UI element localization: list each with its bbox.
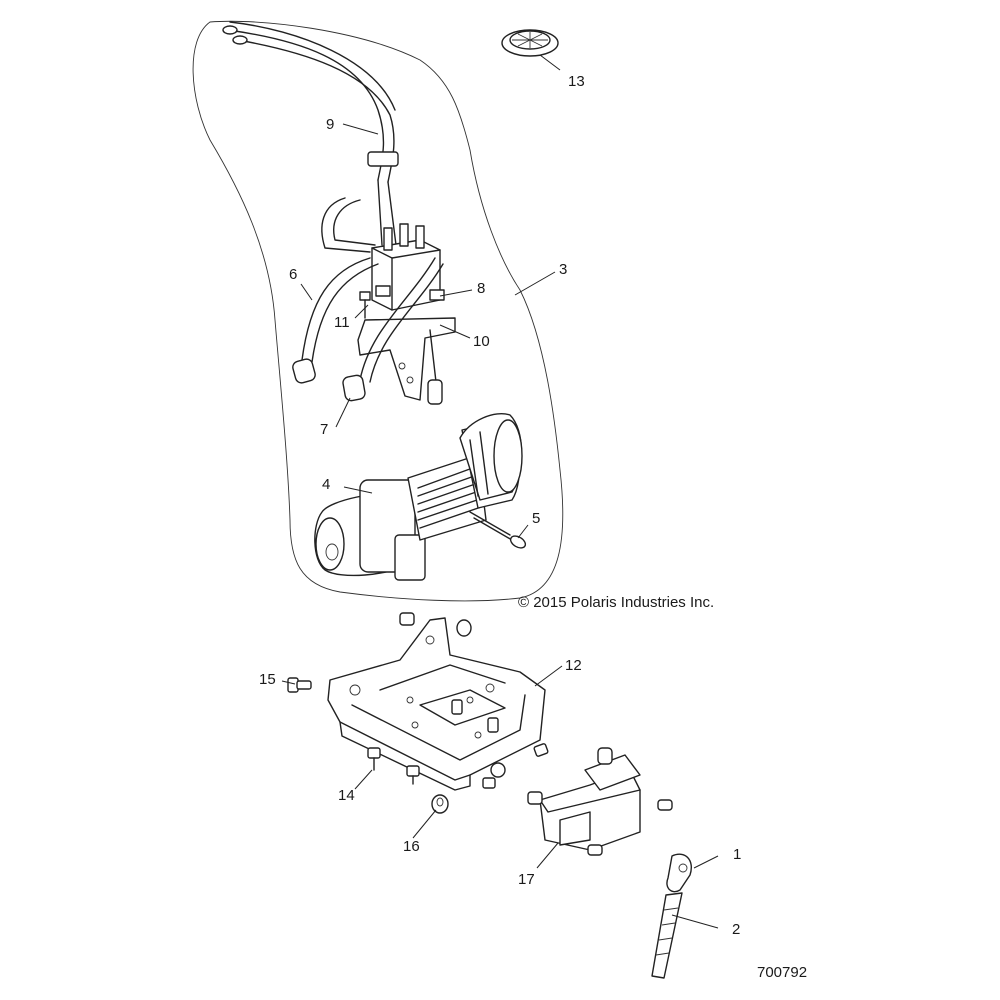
copyright-notice: © 2015 Polaris Industries Inc. <box>518 594 715 611</box>
callout-11: 11 <box>334 314 350 331</box>
motor-cable-part-6 <box>292 257 379 384</box>
wire-rope-part-5 <box>469 511 527 549</box>
callout-9: 9 <box>326 116 334 133</box>
bolt-part-15 <box>287 677 312 693</box>
plate-bolts <box>399 612 549 789</box>
callout-6: 6 <box>289 266 297 283</box>
drawing-number: 700792 <box>757 964 808 981</box>
callout-17: 17 <box>518 871 535 888</box>
callout-4: 4 <box>322 476 330 493</box>
callout-12: 12 <box>565 657 582 674</box>
callout-8: 8 <box>477 280 485 297</box>
callout-5: 5 <box>532 510 540 527</box>
callout-16: 16 <box>403 838 420 855</box>
nut-part-16 <box>431 794 449 814</box>
callout-3: 3 <box>559 261 567 278</box>
callout-1: 1 <box>733 846 741 863</box>
bolt-part-11 <box>359 291 371 319</box>
winch-drum-motor <box>0 0 455 420</box>
callout-7: 7 <box>320 421 328 438</box>
grommet-part-13 <box>501 29 559 57</box>
winch-motor-housing <box>459 413 523 501</box>
roller-fairlead-part-17 <box>527 747 673 856</box>
hook-part-1 <box>666 853 692 893</box>
callout-15: 15 <box>259 671 276 688</box>
power-cables-part-9 <box>222 21 399 253</box>
winch-motor-cylinder <box>462 434 520 508</box>
mounting-bracket-part-10 <box>357 317 456 401</box>
callout-10: 10 <box>473 333 490 350</box>
hook-strap-part-2 <box>651 892 683 979</box>
callout-2: 2 <box>732 921 740 938</box>
mounting-plate-part-12 <box>327 617 546 791</box>
bolt-part-14 <box>367 747 420 785</box>
callout-14: 14 <box>338 787 355 804</box>
winch-kit-outline <box>192 20 564 602</box>
motor-cable-part-7 <box>342 257 444 405</box>
winch-right-motor <box>460 248 520 325</box>
callout-13: 13 <box>568 73 585 90</box>
leader-lines <box>281 54 719 929</box>
